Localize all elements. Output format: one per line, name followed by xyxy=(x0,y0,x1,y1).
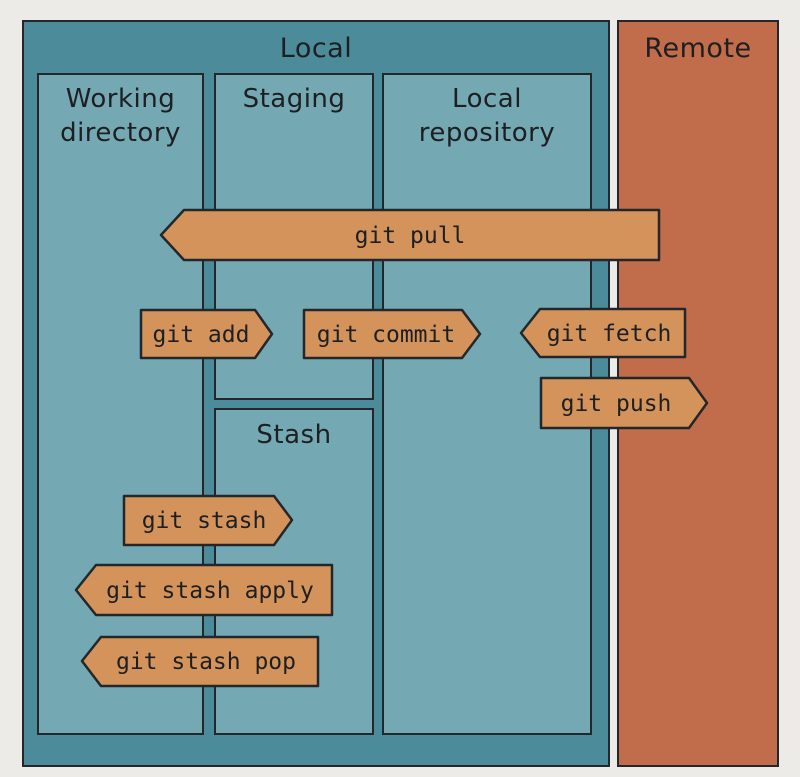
local-repository-title-line2: repository xyxy=(418,118,556,148)
git-push-arrow: git push xyxy=(539,376,709,430)
git-commit-label: git commit xyxy=(317,322,455,348)
remote-title: Remote xyxy=(644,33,752,64)
git-stash-apply-label: git stash apply xyxy=(106,578,314,604)
git-pull-label: git pull xyxy=(355,223,466,249)
git-add-arrow: git add xyxy=(139,308,274,360)
git-commit-arrow: git commit xyxy=(302,308,482,360)
git-fetch-label: git fetch xyxy=(547,321,672,347)
git-pull-arrow: git pull xyxy=(159,208,661,262)
working-directory-title-line1: Working xyxy=(65,84,176,114)
git-stash-pop-arrow: git stash pop xyxy=(80,635,320,688)
git-stash-label: git stash xyxy=(142,508,267,534)
git-fetch-arrow: git fetch xyxy=(519,307,687,359)
working-directory-title-line2: directory xyxy=(60,118,181,148)
staging-title: Staging xyxy=(242,84,346,114)
working-directory-column: Working directory xyxy=(37,73,204,735)
git-stash-arrow: git stash xyxy=(122,494,294,547)
git-add-label: git add xyxy=(153,322,250,348)
git-stash-apply-arrow: git stash apply xyxy=(74,563,334,617)
git-push-label: git push xyxy=(561,391,672,417)
git-stash-pop-label: git stash pop xyxy=(116,649,296,675)
stash-title: Stash xyxy=(256,420,332,450)
local-repository-title-line1: Local xyxy=(452,84,522,114)
local-title: Local xyxy=(279,33,353,64)
